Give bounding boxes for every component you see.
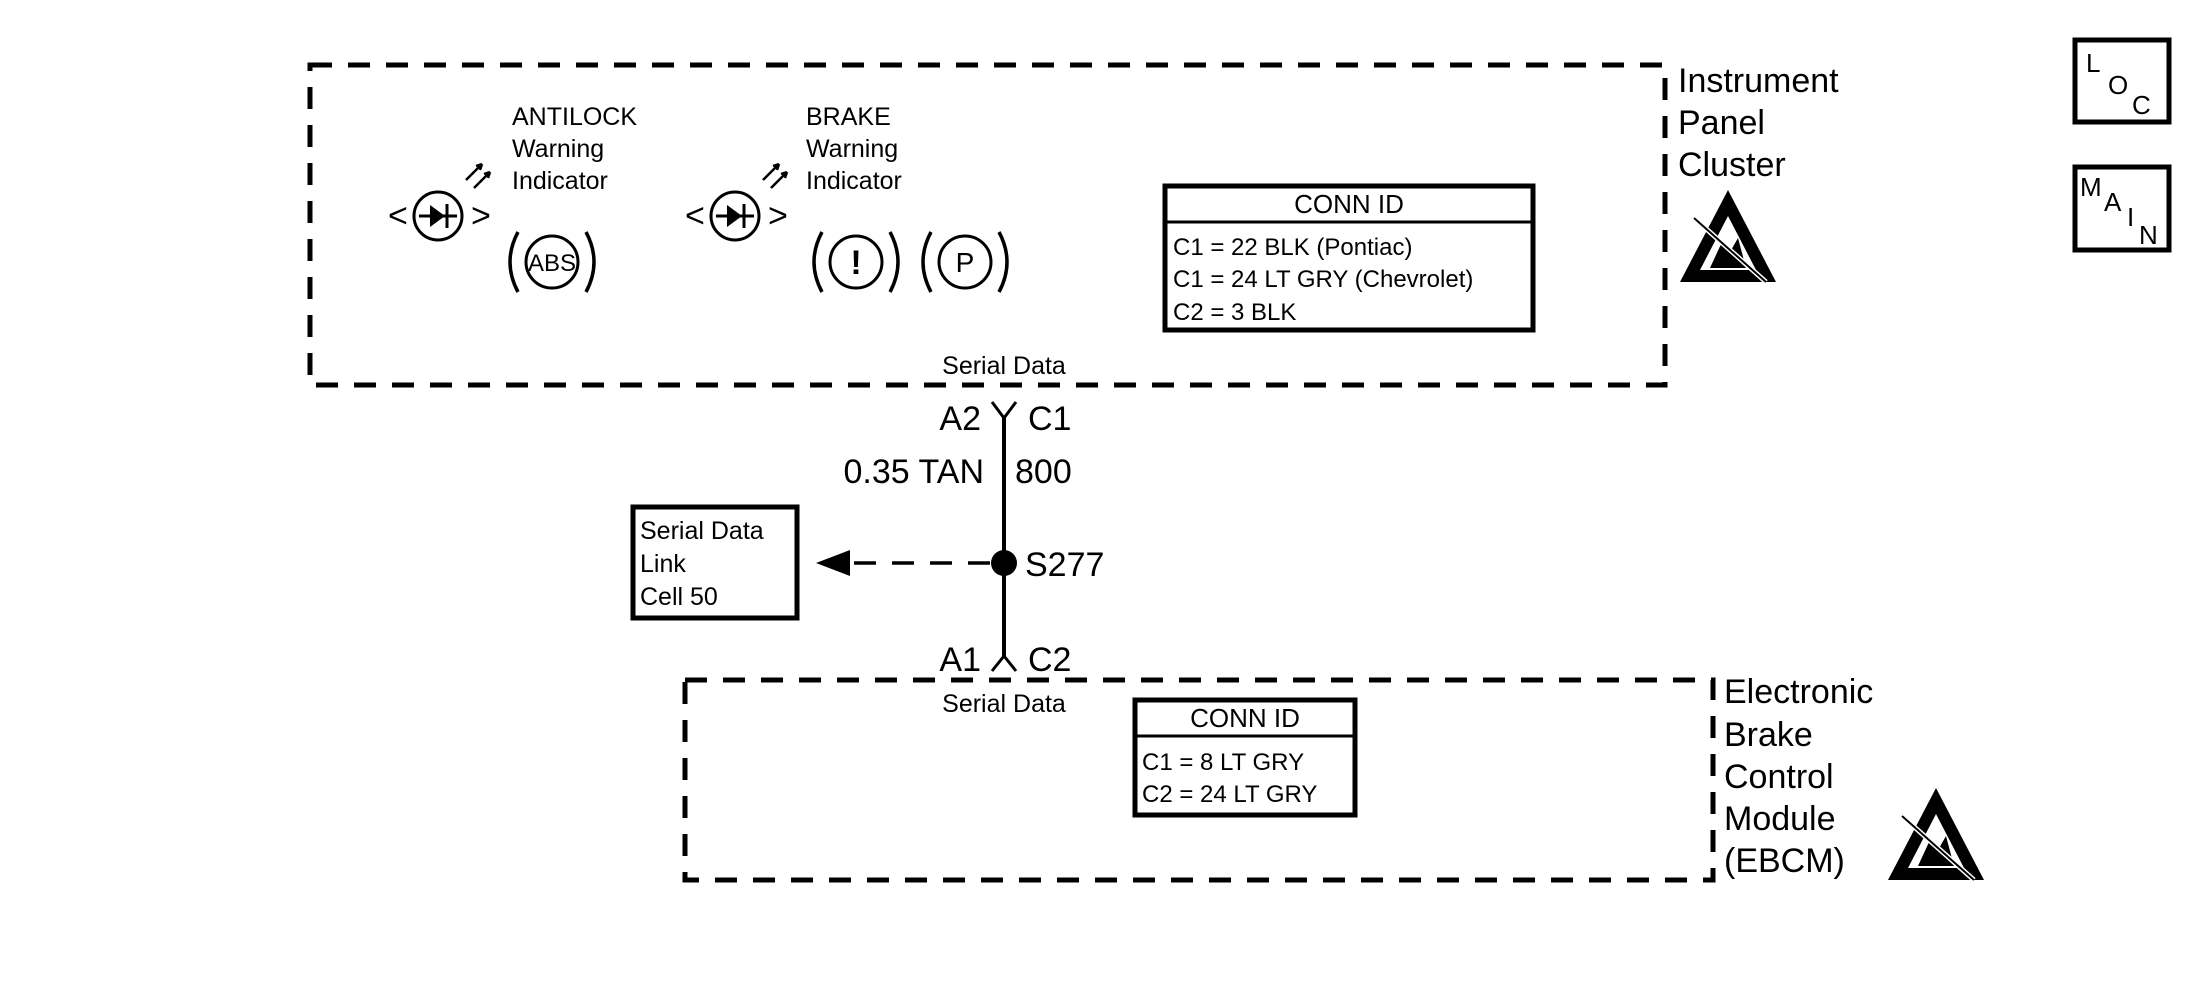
cluster-title-line-3: Cluster [1678, 146, 1786, 184]
cluster-conn-id-box: CONN ID C1 = 22 BLK (Pontiac) C1 = 24 LT… [1162, 183, 1536, 333]
cluster-pin-label: A2 [939, 400, 981, 438]
cluster-terminal-label: Serial Data [942, 352, 1066, 380]
brake-label-line-2: Warning [806, 135, 898, 163]
svg-text:<: < [388, 197, 408, 235]
led-bulb-icon: < > [685, 162, 789, 242]
ebcm-title-line-4: Module [1724, 800, 1836, 838]
cluster-connector-label: C1 [1028, 400, 1071, 438]
loc-letter-2: O [2108, 70, 2128, 100]
brake-label-line-3: Indicator [806, 167, 902, 195]
main-button[interactable]: M A I N [2072, 164, 2172, 253]
wire-gauge-color-label: 0.35 TAN [844, 453, 984, 491]
main-letter-2: A [2104, 187, 2122, 217]
esd-sensitive-icon [1680, 190, 1776, 284]
abs-symbol-text: ABS [528, 250, 576, 277]
ebcm-connector-label: C2 [1028, 641, 1071, 679]
ebcm-title-line-1: Electronic [1724, 673, 1873, 711]
serial-data-link-line-1: Serial Data [640, 517, 764, 545]
ebcm-title-line-3: Control [1724, 758, 1834, 796]
ebcm-pin-label: A1 [939, 641, 981, 679]
parking-brake-icon: P [921, 231, 1009, 293]
parking-brake-text: P [956, 247, 975, 278]
main-letter-4: N [2139, 220, 2158, 250]
arrow-left-icon [816, 550, 850, 576]
loc-button[interactable]: L O C [2072, 37, 2172, 125]
main-letter-3: I [2127, 202, 2134, 232]
abs-symbol-icon: ABS [508, 231, 596, 293]
led-bulb-icon: < > [388, 162, 492, 242]
ebcm-conn-id-line-2: C2 = 24 LT GRY [1142, 781, 1317, 808]
cluster-title-line-2: Panel [1678, 104, 1765, 142]
serial-data-link-line-2: Link [640, 550, 686, 578]
svg-text:>: > [768, 197, 788, 235]
antilock-label-line-2: Warning [512, 135, 604, 163]
brake-label-line-1: BRAKE [806, 103, 891, 131]
esd-sensitive-icon [1888, 788, 1984, 882]
cluster-conn-id-line-2: C1 = 24 LT GRY (Chevrolet) [1173, 266, 1473, 293]
ebcm-terminal-label: Serial Data [942, 690, 1066, 718]
ebcm-title-line-5: (EBCM) [1724, 842, 1845, 880]
cluster-connector-symbol [990, 401, 1018, 421]
svg-text:<: < [685, 197, 705, 235]
serial-data-link-box[interactable]: Serial Data Link Cell 50 [630, 504, 800, 621]
cluster-title-line-1: Instrument [1678, 62, 1839, 100]
cluster-conn-id-line-1: C1 = 22 BLK (Pontiac) [1173, 234, 1412, 261]
ebcm-conn-id-line-1: C1 = 8 LT GRY [1142, 749, 1304, 776]
splice-label: S277 [1025, 546, 1104, 584]
splice-dot [991, 550, 1017, 576]
cluster-conn-id-line-3: C2 = 3 BLK [1173, 299, 1296, 326]
ebcm-conn-id-title: CONN ID [1190, 703, 1300, 733]
loc-letter-1: L [2086, 48, 2100, 78]
cluster-conn-id-title: CONN ID [1294, 189, 1404, 219]
wire-circuit-label: 800 [1015, 453, 1072, 491]
brake-exclamation-text: ! [850, 244, 861, 282]
loc-letter-3: C [2132, 90, 2151, 120]
antilock-label-line-1: ANTILOCK [512, 103, 637, 131]
antilock-label-line-3: Indicator [512, 167, 608, 195]
serial-data-link-line-3: Cell 50 [640, 583, 718, 611]
ebcm-boundary [682, 677, 1716, 883]
ebcm-conn-id-box: CONN ID C1 = 8 LT GRY C2 = 24 LT GRY [1132, 697, 1358, 818]
ebcm-title-line-2: Brake [1724, 716, 1813, 754]
svg-text:>: > [471, 197, 491, 235]
ebcm-connector-symbol [990, 653, 1018, 672]
brake-exclamation-icon: ! [812, 231, 900, 293]
main-letter-1: M [2080, 172, 2102, 202]
